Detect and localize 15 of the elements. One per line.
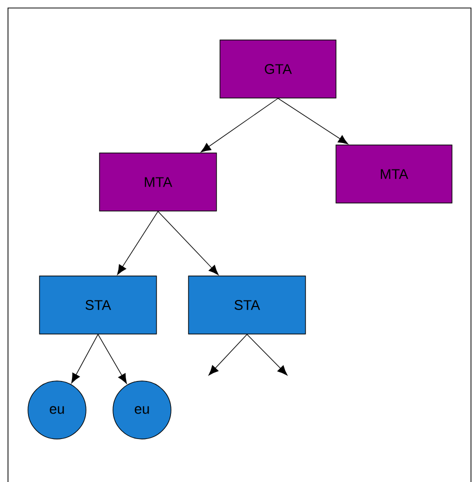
circle-node: eu bbox=[112, 380, 172, 440]
process-box: GTA bbox=[220, 40, 336, 98]
arrow bbox=[158, 211, 219, 276]
process-box: STA bbox=[188, 276, 306, 334]
process-box: STA bbox=[39, 276, 157, 334]
arrow bbox=[208, 334, 248, 376]
circle-node: eu bbox=[28, 380, 86, 440]
arrow bbox=[117, 211, 158, 275]
arrow bbox=[200, 98, 278, 152]
arrow bbox=[98, 334, 127, 384]
arrow bbox=[71, 334, 98, 384]
process-box: MTA bbox=[99, 152, 217, 212]
arrow bbox=[278, 98, 348, 144]
arrow bbox=[246, 334, 288, 376]
process-box: MTA bbox=[336, 144, 452, 204]
